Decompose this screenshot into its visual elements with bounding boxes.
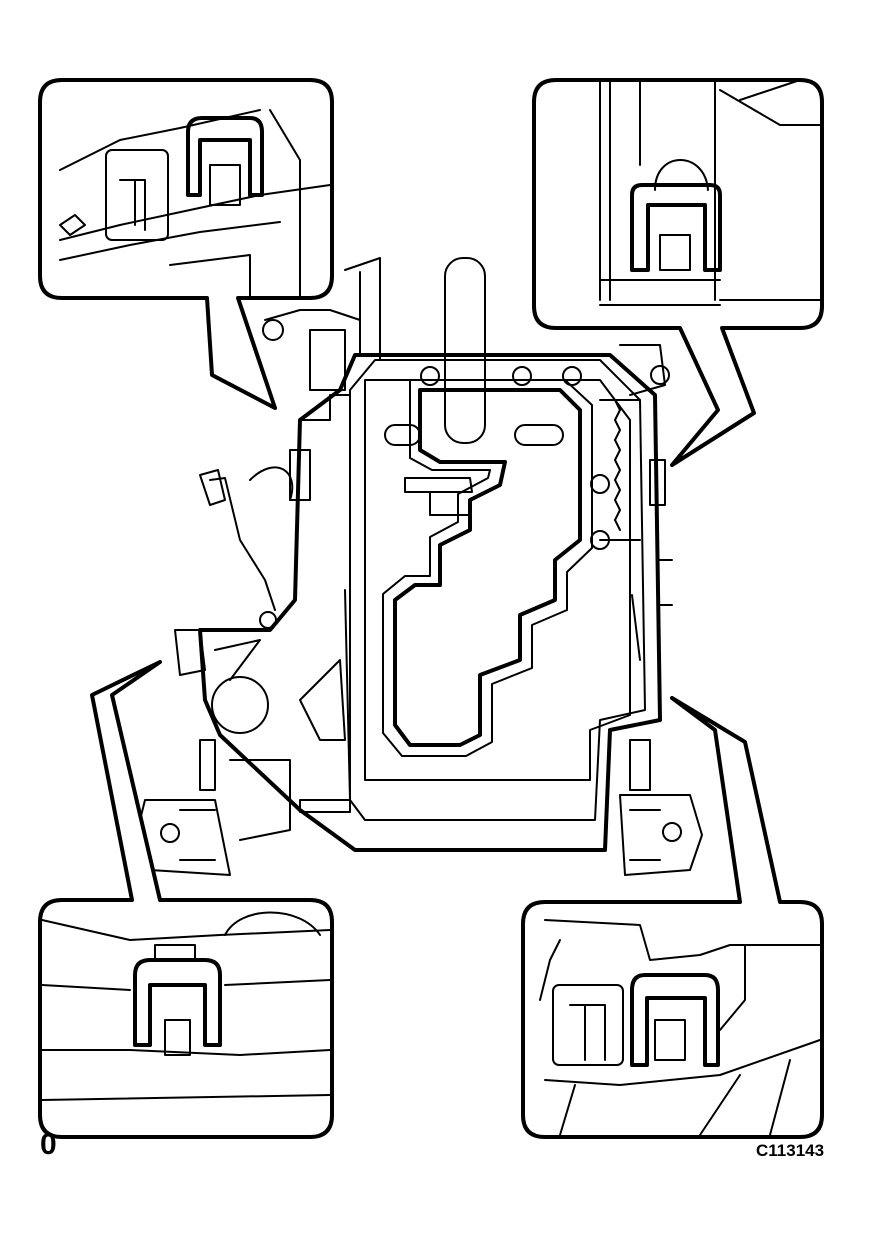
top-right-detail-callout <box>532 78 824 467</box>
corner-mark: 0 <box>40 1128 57 1161</box>
shift-lever-housing <box>134 257 703 876</box>
bottom-left-detail-callout <box>38 660 334 1139</box>
figure-code: C113143 <box>756 1141 825 1160</box>
bottom-right-detail-callout <box>521 696 824 1139</box>
top-left-detail-callout <box>38 78 334 410</box>
